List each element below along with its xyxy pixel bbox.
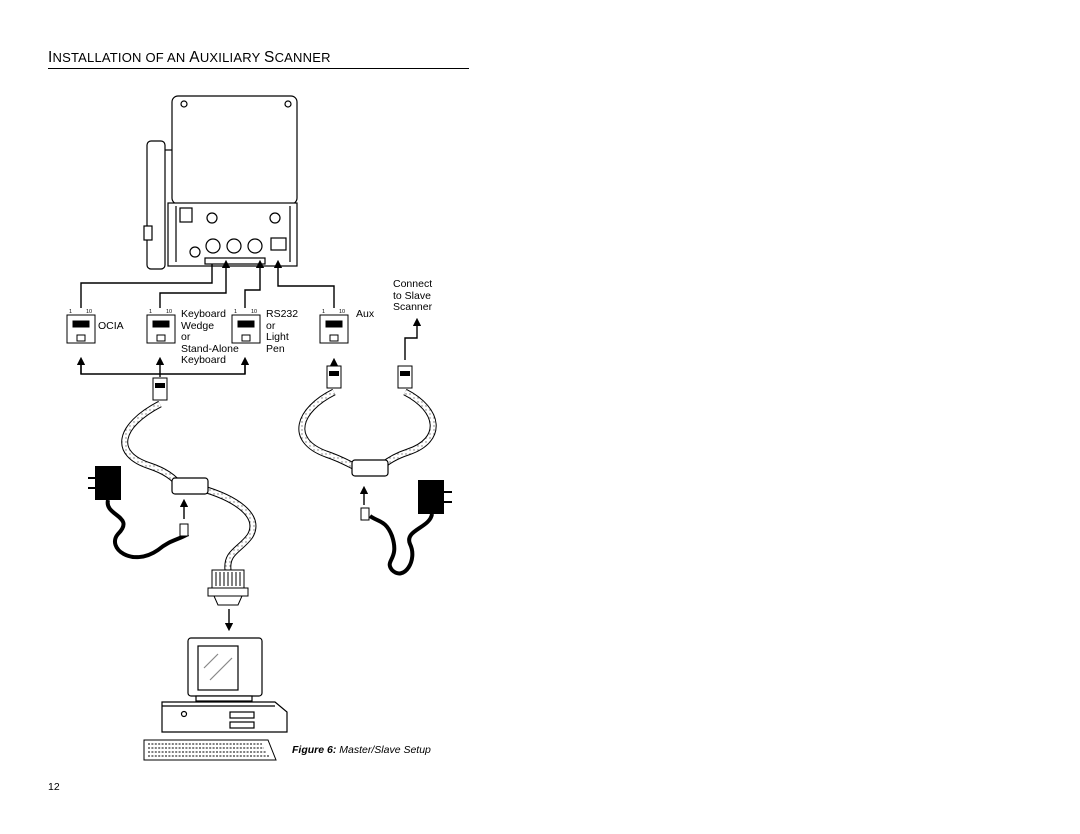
connect-note-line: to Slave bbox=[393, 289, 431, 302]
heading-part: CANNER bbox=[274, 50, 331, 65]
rs232-port-label-line: RS232 bbox=[266, 308, 299, 320]
y-cable-left bbox=[121, 377, 257, 571]
heading-part: A bbox=[189, 49, 200, 66]
pin-label: 10 bbox=[86, 309, 92, 315]
keyboard-port-label-line: Stand-Alone bbox=[181, 342, 239, 355]
figure-number: Figure 6: bbox=[292, 744, 337, 756]
pin-label: 1 bbox=[322, 309, 325, 315]
power-adapter-icon bbox=[88, 466, 190, 560]
pin-label: 1 bbox=[149, 309, 152, 315]
rs232-port-label-line: Light bbox=[266, 331, 289, 343]
connect-note-line: Connect bbox=[393, 278, 433, 290]
pin-label: 1 bbox=[69, 309, 72, 315]
rj45-jack-icon bbox=[66, 314, 349, 344]
connect-note-line: Scanner bbox=[393, 301, 433, 313]
keyboard-port-label-line: Keyboard bbox=[181, 354, 226, 366]
pin-label: 10 bbox=[251, 309, 257, 315]
pin-label: 10 bbox=[166, 309, 172, 315]
figure-title: Master/Slave Setup bbox=[339, 744, 431, 756]
heading-part: S bbox=[264, 49, 275, 66]
keyboard-port-label-line: Keyboard bbox=[181, 308, 226, 320]
pin-label: 1 bbox=[234, 309, 237, 315]
page-number: 12 bbox=[48, 781, 60, 793]
rs232-port-label-line: or bbox=[266, 319, 276, 332]
connect-note: Connect to Slave Scanner bbox=[393, 278, 433, 314]
heading-rule bbox=[48, 68, 469, 69]
aux-port-label: Aux bbox=[356, 308, 375, 320]
rs232-port-label: RS232 or Light Pen bbox=[266, 308, 299, 355]
keyboard-port-label: Keyboard Wedge or Stand-Alone Keyboard bbox=[181, 308, 239, 367]
keyboard-port-label-line: Wedge bbox=[181, 319, 215, 332]
rs232-port-label-line: Pen bbox=[266, 342, 285, 355]
figure-caption: Figure 6: Master/Slave Setup bbox=[292, 744, 431, 756]
db-connector-icon bbox=[207, 569, 249, 606]
scanner-stand-icon bbox=[143, 95, 298, 270]
pin-label: 10 bbox=[339, 309, 345, 315]
keyboard-icon bbox=[143, 739, 277, 761]
heading-part: UXILIARY bbox=[199, 50, 265, 65]
section-heading: INSTALLATION OF AN AUXILIARY SCANNER bbox=[48, 50, 468, 66]
keyboard-port-label-line: or bbox=[181, 331, 191, 343]
heading-part: NSTALLATION OF AN bbox=[52, 50, 190, 65]
heading-part: I bbox=[48, 49, 53, 66]
desktop-computer-icon bbox=[161, 637, 288, 733]
y-cable-right bbox=[298, 365, 437, 477]
power-adapter-icon bbox=[360, 480, 452, 576]
ocia-port-label: OCIA bbox=[98, 320, 124, 332]
